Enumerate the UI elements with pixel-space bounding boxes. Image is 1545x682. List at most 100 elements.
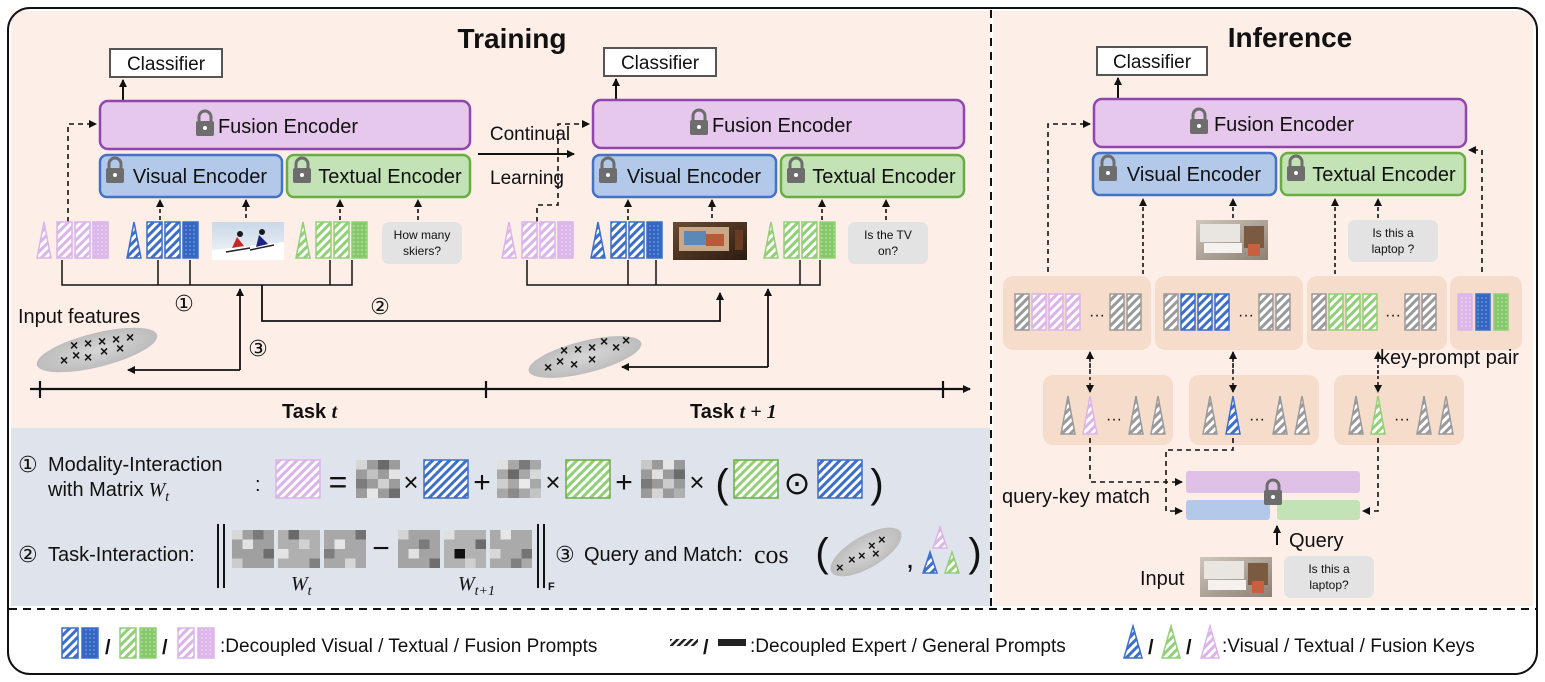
textual-encoder-box bbox=[1279, 151, 1467, 197]
svg-text:···: ··· bbox=[1089, 307, 1105, 324]
svg-text:×: × bbox=[116, 340, 124, 356]
svg-text:×: × bbox=[836, 560, 844, 575]
svg-text:×: × bbox=[622, 332, 630, 348]
input-question-bubble: Is this a laptop? bbox=[1284, 556, 1374, 598]
keys-cluster-icon bbox=[921, 524, 961, 574]
fusion-prompt-icon bbox=[275, 459, 321, 499]
visual-prompt-icon bbox=[817, 459, 863, 499]
visual-key-pool: ··· bbox=[1189, 375, 1319, 445]
svg-text:×: × bbox=[689, 467, 704, 497]
textual-encoder-label: Textual Encoder bbox=[812, 166, 956, 188]
svg-text:×: × bbox=[556, 353, 564, 369]
svg-text:on?: on? bbox=[878, 244, 898, 258]
question-bubble: Is this a laptop ? bbox=[1348, 220, 1438, 262]
query-label: Query bbox=[1289, 530, 1343, 552]
learning-label: Learning bbox=[490, 168, 564, 189]
fusion-key-pool: ··· bbox=[1043, 375, 1173, 445]
lock-icon bbox=[1264, 478, 1282, 505]
svg-text:×: × bbox=[878, 532, 886, 547]
svg-text:×: × bbox=[112, 331, 120, 347]
svg-text:×: × bbox=[868, 538, 876, 553]
visual-encoder-box bbox=[1091, 151, 1278, 197]
equation-3: ③ Query and Match: cos ( × × × × × × , ) bbox=[555, 524, 982, 577]
equation-panel bbox=[11, 428, 990, 606]
legend-keys-label: :Visual / Textual / Fusion Keys bbox=[1222, 636, 1475, 657]
skiers-image bbox=[212, 222, 284, 260]
lock-icon bbox=[106, 156, 124, 183]
eq3-label: Query and Match: bbox=[584, 544, 743, 566]
svg-text:×: × bbox=[84, 335, 92, 351]
visual-prompts bbox=[146, 221, 199, 259]
svg-text:×: × bbox=[72, 347, 80, 363]
svg-text:···: ··· bbox=[1249, 411, 1265, 428]
lock-icon bbox=[196, 109, 214, 136]
fusion-encoder-label: Fusion Encoder bbox=[1214, 114, 1354, 136]
outer-frame bbox=[7, 7, 1538, 675]
fusion-key-icon bbox=[36, 221, 52, 259]
eq2-marker: ② bbox=[18, 542, 38, 567]
task-t1-label: Task t + 1 bbox=[690, 401, 777, 423]
svg-text:···: ··· bbox=[1238, 307, 1254, 324]
svg-text:×: × bbox=[98, 333, 106, 349]
lock-icon bbox=[599, 156, 617, 183]
eq2-label: Task-Interaction: bbox=[48, 544, 195, 566]
expert-prompt-swatch bbox=[670, 639, 698, 646]
textual-key-pool: ··· bbox=[1334, 375, 1464, 445]
fusion-key-swatch bbox=[1200, 623, 1220, 659]
svg-text:+: + bbox=[473, 466, 491, 499]
lock-icon bbox=[1190, 107, 1208, 134]
marker-3: ③ bbox=[248, 336, 268, 361]
marker-1: ① bbox=[174, 291, 194, 316]
visual-prompt-pool: ··· bbox=[1155, 276, 1303, 350]
fusion-encoder-box bbox=[591, 98, 966, 150]
legend-expert-label: :Decoupled Expert / General Prompts bbox=[750, 636, 1066, 657]
svg-text:⊙: ⊙ bbox=[784, 465, 811, 501]
svg-text:×: × bbox=[872, 546, 880, 561]
key-prompt-pair-label: key-prompt pair bbox=[1380, 347, 1519, 369]
svg-text:···: ··· bbox=[1394, 411, 1410, 428]
fusion-encoder-label: Fusion Encoder bbox=[218, 116, 358, 138]
svg-text:×: × bbox=[84, 349, 92, 365]
svg-text:/: / bbox=[1148, 637, 1154, 659]
textual-encoder-label: Textual Encoder bbox=[318, 166, 462, 188]
laptop-input-image bbox=[1200, 557, 1272, 597]
svg-text:=: = bbox=[329, 464, 348, 500]
visual-encoder-label: Visual Encoder bbox=[627, 166, 762, 188]
svg-text:laptop ?: laptop ? bbox=[1372, 242, 1415, 256]
lock-icon bbox=[293, 156, 311, 183]
svg-text:×: × bbox=[560, 342, 568, 358]
legend: / / :Decoupled Visual / Textual / Fusion… bbox=[61, 623, 1475, 659]
fusion-prompt-swatch bbox=[177, 627, 195, 659]
task-t-block: Classifier Fusion Encoder Visual Encoder… bbox=[18, 48, 724, 374]
laptop-image bbox=[1196, 220, 1268, 260]
svg-text:×: × bbox=[612, 339, 620, 355]
textual-prompts bbox=[315, 221, 368, 259]
svg-text:Is the TV: Is the TV bbox=[864, 228, 912, 242]
svg-text:×: × bbox=[848, 552, 856, 567]
svg-text:···: ··· bbox=[1385, 307, 1401, 324]
lock-icon bbox=[690, 108, 708, 135]
visual-key-icon bbox=[590, 221, 606, 259]
svg-text:): ) bbox=[968, 531, 981, 575]
svg-text:laptop?: laptop? bbox=[1309, 578, 1349, 592]
svg-text:/: / bbox=[105, 637, 111, 659]
svg-text::: : bbox=[255, 474, 261, 496]
classifier-label: Classifier bbox=[1113, 52, 1192, 73]
classifier-label: Classifier bbox=[127, 54, 206, 75]
task-timeline: Task t Task t + 1 bbox=[30, 381, 971, 423]
fusion-encoder-box bbox=[98, 99, 472, 151]
svg-text:(: ( bbox=[715, 462, 729, 506]
svg-text:×: × bbox=[100, 343, 108, 359]
interaction-matrix bbox=[356, 460, 400, 498]
svg-text:×: × bbox=[544, 359, 552, 375]
equation-2: ② Task-Interaction: Wt − bbox=[18, 524, 555, 599]
textual-prompt-swatch bbox=[119, 627, 137, 659]
textual-encoder-label: Textual Encoder bbox=[1312, 164, 1456, 186]
textual-prompt-icon bbox=[733, 459, 779, 499]
input-features-cluster: × × × × × × × × × × bbox=[36, 327, 158, 373]
svg-text:Wt+1: Wt+1 bbox=[458, 573, 495, 599]
eq1-marker: ① bbox=[18, 452, 38, 477]
svg-text:skiers?: skiers? bbox=[403, 244, 441, 258]
inference-title: Inference bbox=[1228, 22, 1353, 53]
